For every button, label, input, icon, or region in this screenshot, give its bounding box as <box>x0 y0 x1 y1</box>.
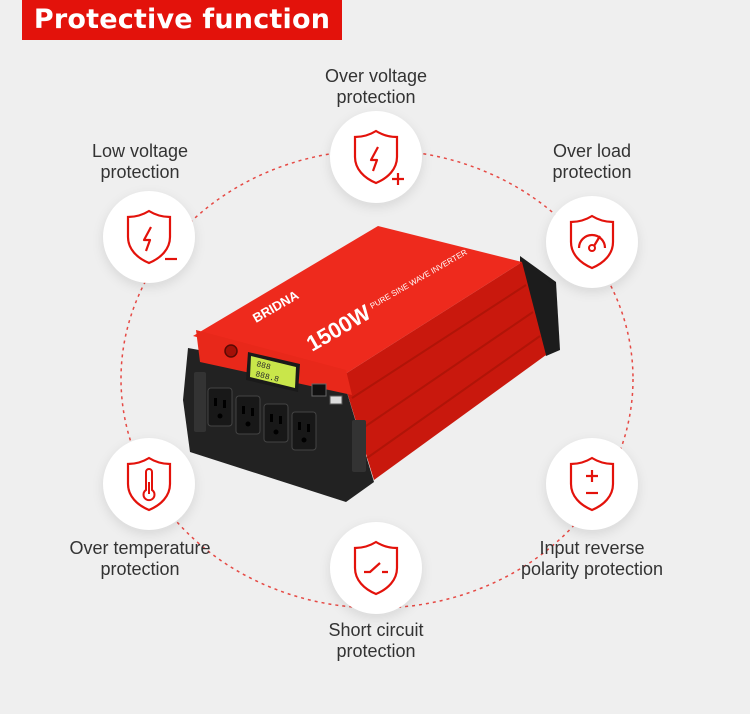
feature-label-over-voltage: Over voltage protection <box>276 66 476 108</box>
feature-label-line1: Input reverse <box>539 538 645 558</box>
feature-label-line1: Short circuit <box>328 620 424 640</box>
feature-label-line1: Over voltage <box>324 66 428 86</box>
feature-label-line1: Over load <box>552 141 632 161</box>
shield-gauge-icon <box>569 214 615 270</box>
feature-badge-over-voltage <box>330 111 422 203</box>
feature-badge-short-circuit <box>330 522 422 614</box>
page-title: Protective function <box>22 0 342 40</box>
feature-label-line2: polarity protection <box>520 559 664 579</box>
feature-badge-over-load <box>546 196 638 288</box>
display-top-text: 888 <box>255 360 271 372</box>
feature-label-reverse-polarity: Input reverse polarity protection <box>482 538 702 580</box>
feature-label-over-temperature: Over temperature protection <box>40 538 240 580</box>
feature-badge-reverse-polarity <box>546 438 638 530</box>
feature-label-line2: protection <box>336 641 416 661</box>
feature-label-short-circuit: Short circuit protection <box>276 620 476 662</box>
shield-plus-minus-icon <box>569 456 615 512</box>
feature-label-line2: protection <box>336 87 416 107</box>
feature-label-low-voltage: Low voltage protection <box>40 141 240 183</box>
feature-badge-over-temperature <box>103 438 195 530</box>
shield-bolt-plus-icon <box>353 129 404 185</box>
shield-switch-icon <box>353 540 399 596</box>
feature-label-line2: protection <box>100 559 180 579</box>
feature-label-line1: Over temperature <box>69 538 211 558</box>
feature-label-line1: Low voltage <box>91 141 189 161</box>
feature-label-line2: protection <box>100 162 180 182</box>
feature-label-over-load: Over load protection <box>492 141 692 183</box>
shield-thermometer-icon <box>126 456 172 512</box>
feature-label-line2: protection <box>552 162 632 182</box>
shield-bolt-minus-icon <box>126 209 177 265</box>
feature-badge-low-voltage <box>103 191 195 283</box>
